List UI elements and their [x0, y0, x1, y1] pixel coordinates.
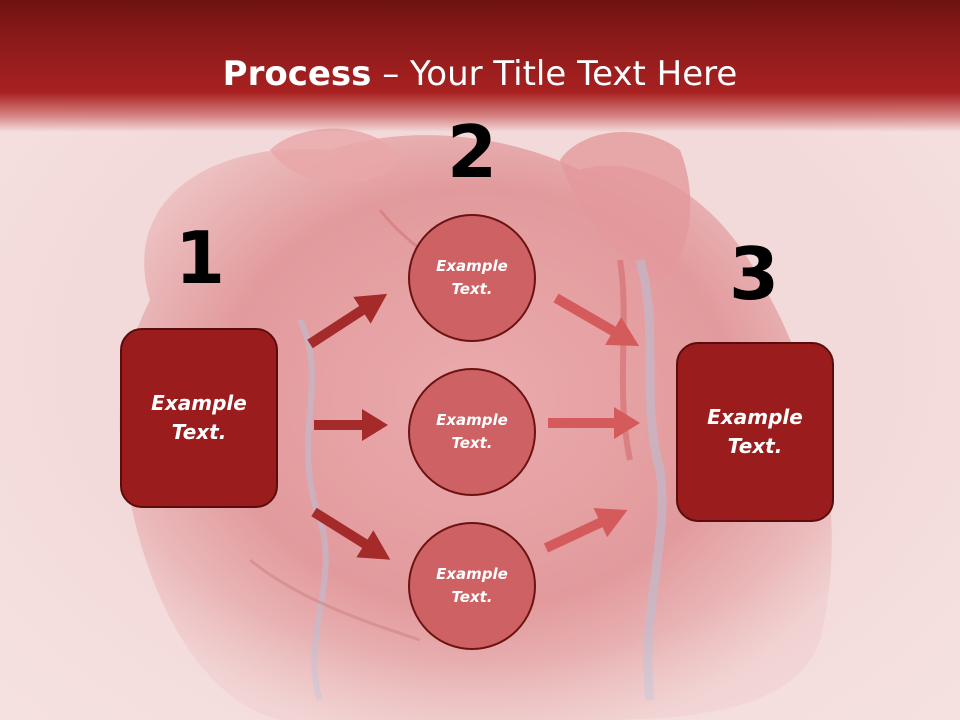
- title-bold: Process: [222, 54, 372, 94]
- process-circle-bottom[interactable]: Example Text.: [408, 522, 536, 650]
- right-process-box[interactable]: Example Text.: [676, 342, 834, 522]
- right-box-text: Example Text.: [707, 405, 803, 458]
- slide-title[interactable]: Process – Your Title Text Here: [0, 52, 960, 96]
- step-number-3: 3: [728, 232, 780, 316]
- title-rest: Your Title Text Here: [410, 54, 738, 94]
- circle-middle-text: Example Text.: [436, 411, 508, 452]
- left-process-box[interactable]: Example Text.: [120, 328, 278, 508]
- title-separator: –: [371, 54, 411, 94]
- step-number-2: 2: [446, 110, 498, 194]
- left-box-text: Example Text.: [151, 391, 247, 444]
- step-number-1: 1: [174, 216, 226, 300]
- process-circle-top[interactable]: Example Text.: [408, 214, 536, 342]
- circle-bottom-text: Example Text.: [436, 565, 508, 606]
- process-circle-middle[interactable]: Example Text.: [408, 368, 536, 496]
- circle-top-text: Example Text.: [436, 257, 508, 298]
- title-header-bar: [0, 0, 960, 132]
